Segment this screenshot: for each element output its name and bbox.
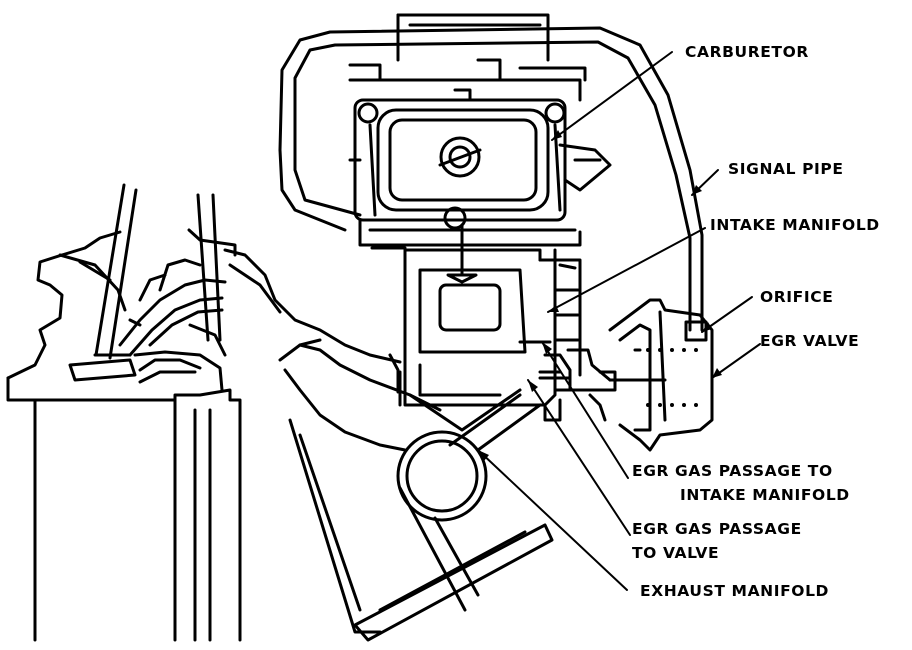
leader-lines: [477, 51, 761, 591]
intake-manifold-block: [370, 246, 612, 422]
egr-valve-holes: [646, 348, 698, 407]
label-passage-intake-1: EGR GAS PASSAGE TO: [632, 462, 833, 480]
intake-port: [118, 278, 227, 357]
leader-arrowheads: [478, 130, 722, 461]
valve-stems: [68, 183, 237, 382]
cylinder-head: [6, 230, 402, 642]
signal-pipe: [278, 26, 708, 342]
label-signal-pipe: SIGNAL PIPE: [728, 160, 844, 178]
label-intake-manifold: INTAKE MANIFOLD: [710, 216, 880, 234]
label-egr-valve: EGR VALVE: [760, 332, 860, 350]
leader-passage-valve: [527, 379, 631, 536]
leader-passage-intake: [541, 341, 629, 479]
label-orifice: ORIFICE: [760, 288, 834, 306]
label-passage-intake-2: INTAKE MANIFOLD: [680, 486, 850, 504]
carburetor: [348, 13, 612, 284]
leader-exhaust-manifold: [477, 449, 628, 591]
leader-carburetor: [551, 51, 673, 141]
label-passage-valve-1: EGR GAS PASSAGE: [632, 520, 802, 538]
label-exhaust-manifold: EXHAUST MANIFOLD: [640, 582, 830, 600]
label-carburetor: CARBURETOR: [685, 43, 809, 61]
exhaust-manifold: [353, 388, 554, 642]
label-passage-valve-2: TO VALVE: [632, 544, 720, 562]
leader-intake-manifold: [547, 227, 706, 313]
